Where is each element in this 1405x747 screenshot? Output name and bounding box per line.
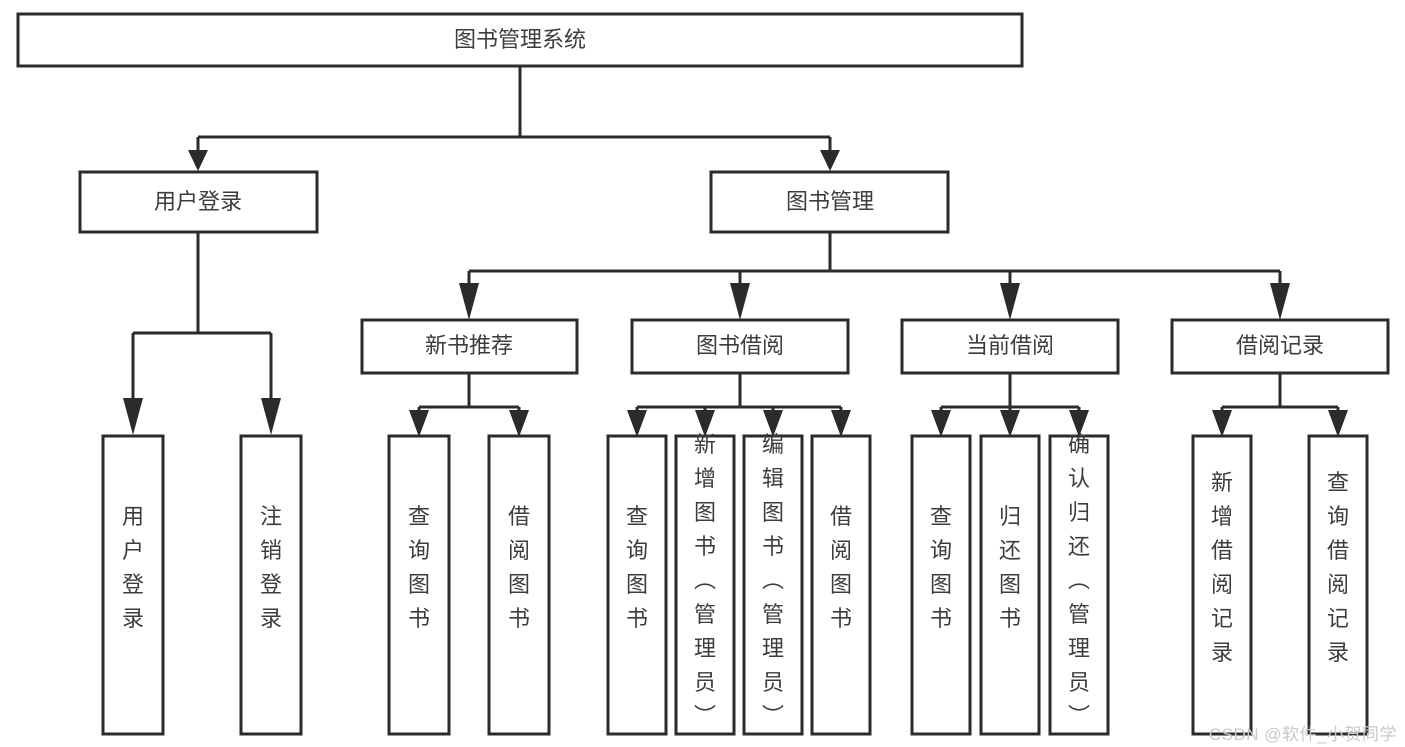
node-root[interactable]: 图书管理系统 [16,12,1024,68]
node-leaf-query-book-3-label: 查询图书 [930,504,952,631]
node-new-book-recommend[interactable]: 新书推荐 [360,318,579,375]
node-leaf-add-borrow-record[interactable]: 新增借阅记录 [1191,434,1253,736]
node-current-borrow-label: 当前借阅 [966,333,1054,358]
node-leaf-user-logout-label: 注销登录 [260,504,282,631]
csdn-watermark: CSDN @软件_小贺同学 [1208,725,1397,744]
node-borrow-record-label: 借阅记录 [1236,333,1324,358]
node-leaf-query-book-2[interactable]: 查询图书 [606,434,668,736]
arrowhead-icon [1069,410,1089,437]
node-leaf-borrow-book-1-label: 借阅图书 [508,504,530,631]
node-leaf-query-borrow-record-label: 查询借阅记录 [1327,470,1349,665]
node-leaf-query-borrow-record[interactable]: 查询借阅记录 [1307,434,1369,736]
arrowhead-icon [459,283,479,320]
connectors-bookmanage-to-level3 [459,233,1290,320]
node-leaf-edit-book-admin-label: 编辑图书（管理员） [762,432,784,729]
node-leaf-user-login[interactable]: 用户登录 [101,434,165,736]
arrowhead-icon [509,410,529,437]
node-leaf-add-book-admin[interactable]: 新增图书（管理员） [674,432,736,736]
node-current-borrow[interactable]: 当前借阅 [900,318,1120,375]
arrowhead-icon [123,398,143,435]
node-leaf-query-book-1-label: 查询图书 [408,504,430,631]
arrowhead-icon [261,398,281,435]
node-leaf-query-book-2-label: 查询图书 [626,504,648,631]
arrowhead-icon [730,283,750,320]
arrowhead-icon [763,410,783,437]
arrowhead-icon [831,410,851,437]
node-borrow-record[interactable]: 借阅记录 [1170,318,1390,375]
arrowhead-icon [1328,410,1348,437]
node-user-login[interactable]: 用户登录 [78,170,319,234]
arrowhead-icon [695,410,715,437]
node-book-manage-label: 图书管理 [786,189,874,214]
arrowhead-icon [409,410,429,437]
connectors-newbook-to-leaves [409,373,529,437]
connectors-bookborrow-to-leaves [627,373,851,437]
node-book-borrow[interactable]: 图书借阅 [630,318,850,375]
node-leaf-borrow-book-1[interactable]: 借阅图书 [487,434,551,736]
node-leaf-edit-book-admin[interactable]: 编辑图书（管理员） [742,432,804,736]
arrowhead-icon [1000,410,1020,437]
node-leaf-return-book[interactable]: 归还图书 [979,434,1041,736]
node-new-book-recommend-label: 新书推荐 [425,333,513,358]
node-leaf-user-logout[interactable]: 注销登录 [239,434,303,736]
arrowhead-icon [1000,283,1020,320]
node-leaf-borrow-book-2[interactable]: 借阅图书 [810,434,872,736]
node-leaf-add-borrow-record-label: 新增借阅记录 [1211,470,1233,665]
node-leaf-query-book-3[interactable]: 查询图书 [910,434,972,736]
node-leaf-add-book-admin-label: 新增图书（管理员） [694,432,716,729]
arrowhead-icon [188,150,208,171]
connectors-currentborrow-to-leaves [931,373,1089,437]
arrowhead-icon [627,410,647,437]
node-leaf-return-book-label: 归还图书 [999,504,1021,631]
node-leaf-borrow-book-2-label: 借阅图书 [830,504,852,631]
node-root-label: 图书管理系统 [454,27,586,52]
node-leaf-confirm-return-admin-label: 确认归还（管理员） [1068,432,1090,729]
arrowhead-icon [820,150,840,171]
connectors-borrowrecord-to-leaves [1212,373,1348,437]
node-book-borrow-label: 图书借阅 [696,333,784,358]
node-user-login-label: 用户登录 [154,189,242,214]
arrowhead-icon [931,410,951,437]
arrowhead-icon [1270,283,1290,320]
node-leaf-confirm-return-admin[interactable]: 确认归还（管理员） [1048,432,1110,736]
connectors-root-to-level2 [188,66,840,171]
node-leaf-query-book-1[interactable]: 查询图书 [387,434,451,736]
arrowhead-icon [1212,410,1232,437]
connectors-userlogin-to-leaves [123,232,281,435]
node-leaf-user-login-label: 用户登录 [122,504,144,631]
node-book-manage[interactable]: 图书管理 [709,170,950,234]
